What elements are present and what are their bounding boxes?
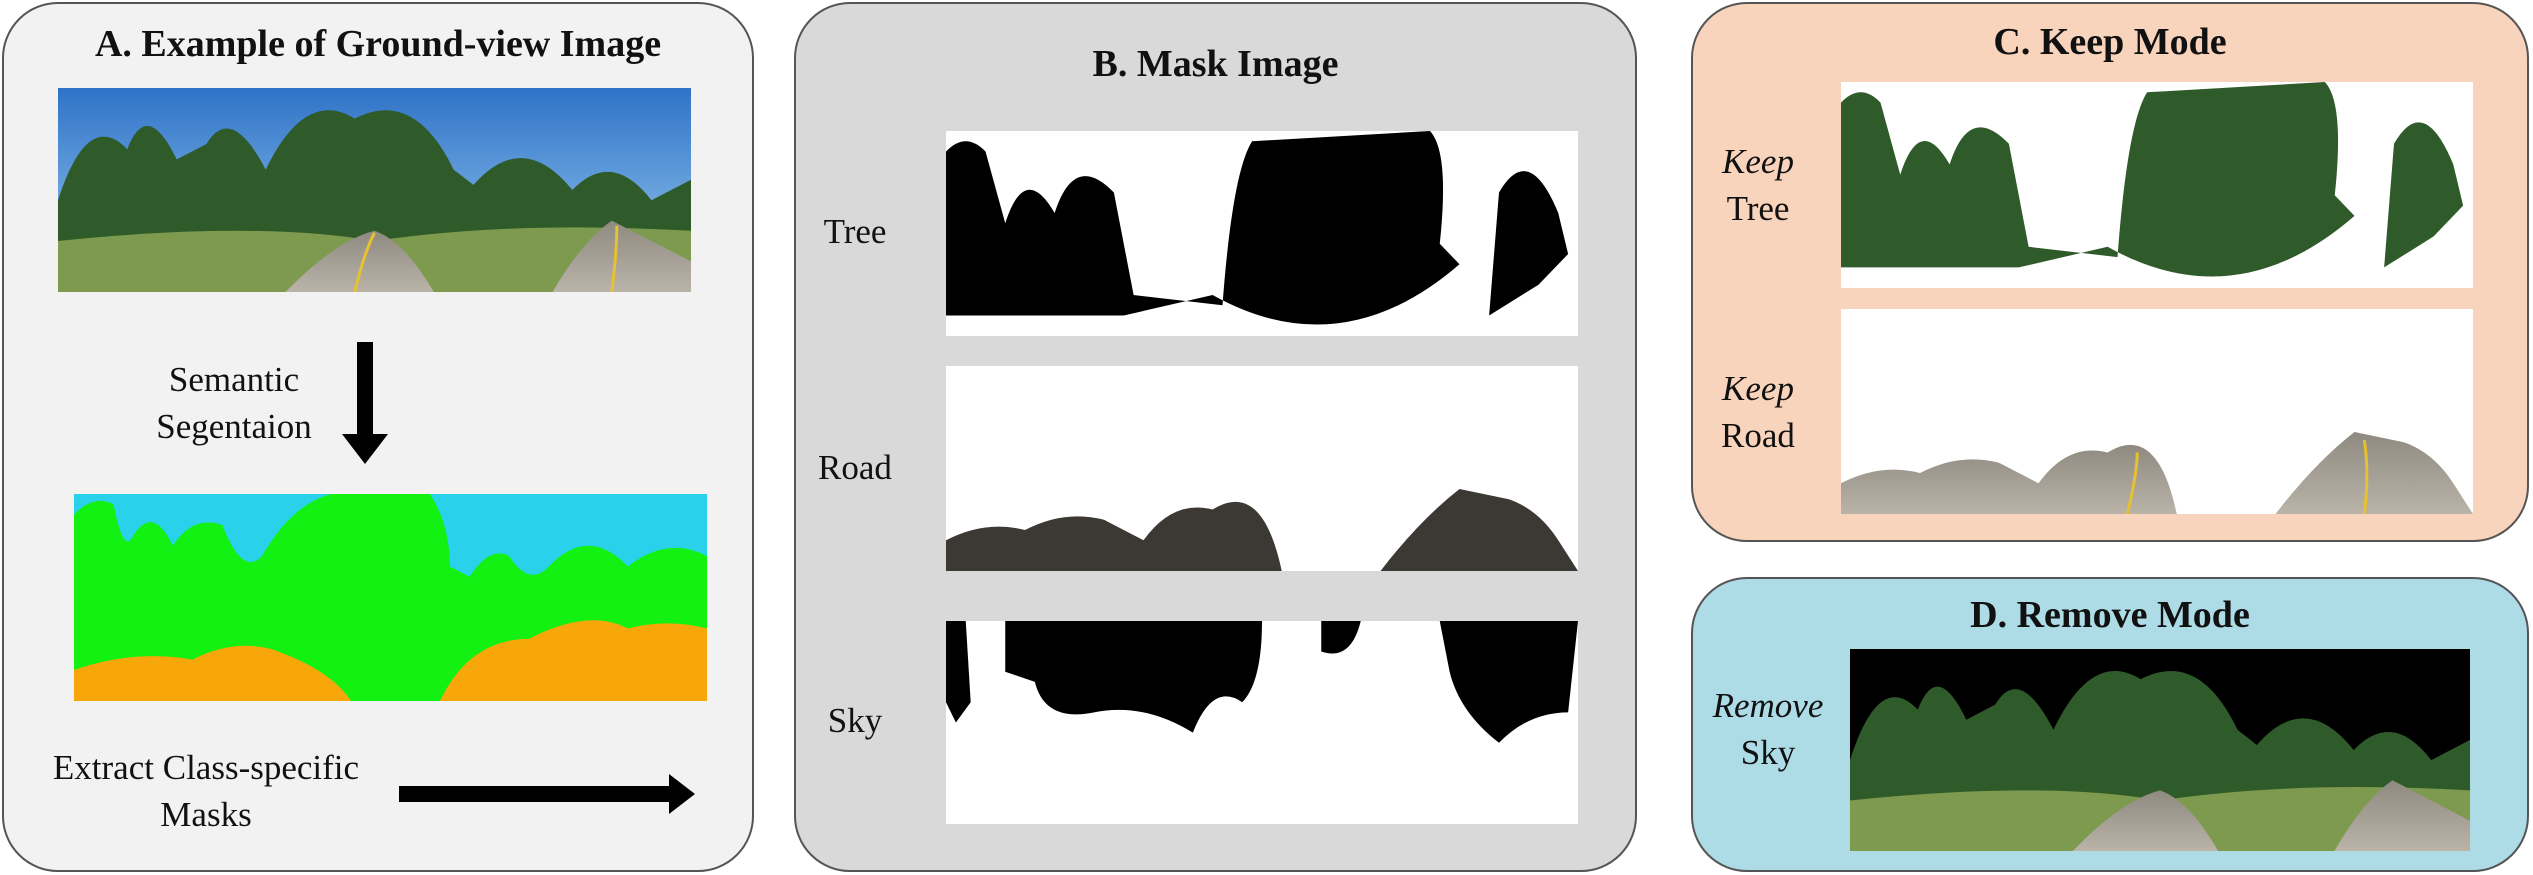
road-mask-image [946, 366, 1578, 571]
panel-c-title: C. Keep Mode [1993, 21, 2227, 63]
remove-sky-image [1850, 649, 2470, 851]
seg-road [74, 645, 351, 701]
mask-road-label: Road [818, 448, 892, 487]
keep-tree-label: Keep Tree [1722, 142, 1794, 228]
panel-a-title: A. Example of Ground-view Image [94, 23, 662, 65]
keep-tree-image [1841, 82, 2473, 288]
panel-d: D. Remove Mode Remove Sky [1691, 577, 2529, 872]
panel-d-title: D. Remove Mode [1970, 594, 2250, 636]
panel-b-title: B. Mask Image [1092, 43, 1339, 85]
step2-label: Extract Class-specific Masks [52, 748, 360, 834]
remove-sky-label: Remove Sky [1712, 686, 1824, 772]
sky-mask-image [946, 621, 1578, 824]
ground-view-image [58, 88, 691, 292]
tree-mask-image [946, 131, 1578, 336]
keep-road-image [1841, 309, 2473, 514]
panel-c: C. Keep Mode Keep Tree Keep Road [1691, 2, 2529, 542]
mask-tree-label: Tree [823, 212, 887, 251]
keep-road-label: Keep Road [1721, 369, 1795, 455]
segmentation-map [74, 494, 707, 701]
mask-sky-label: Sky [827, 701, 883, 740]
right-arrow-icon [399, 774, 695, 814]
down-arrow-icon [342, 342, 388, 464]
panel-b: B. Mask Image Tree Road Sky [794, 2, 1637, 872]
step1-label: Semantic Segentaion [156, 360, 312, 446]
panel-a: A. Example of Ground-view Image Semantic… [2, 2, 754, 872]
